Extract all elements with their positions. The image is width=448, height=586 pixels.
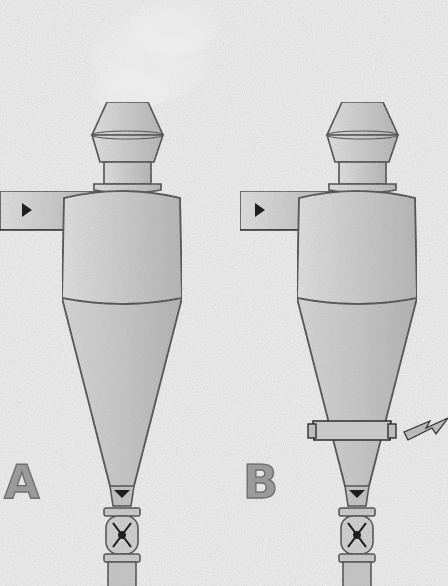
panel-letter: B	[243, 455, 278, 509]
panel-letter: A	[4, 455, 40, 509]
retrofit-band	[308, 421, 396, 440]
